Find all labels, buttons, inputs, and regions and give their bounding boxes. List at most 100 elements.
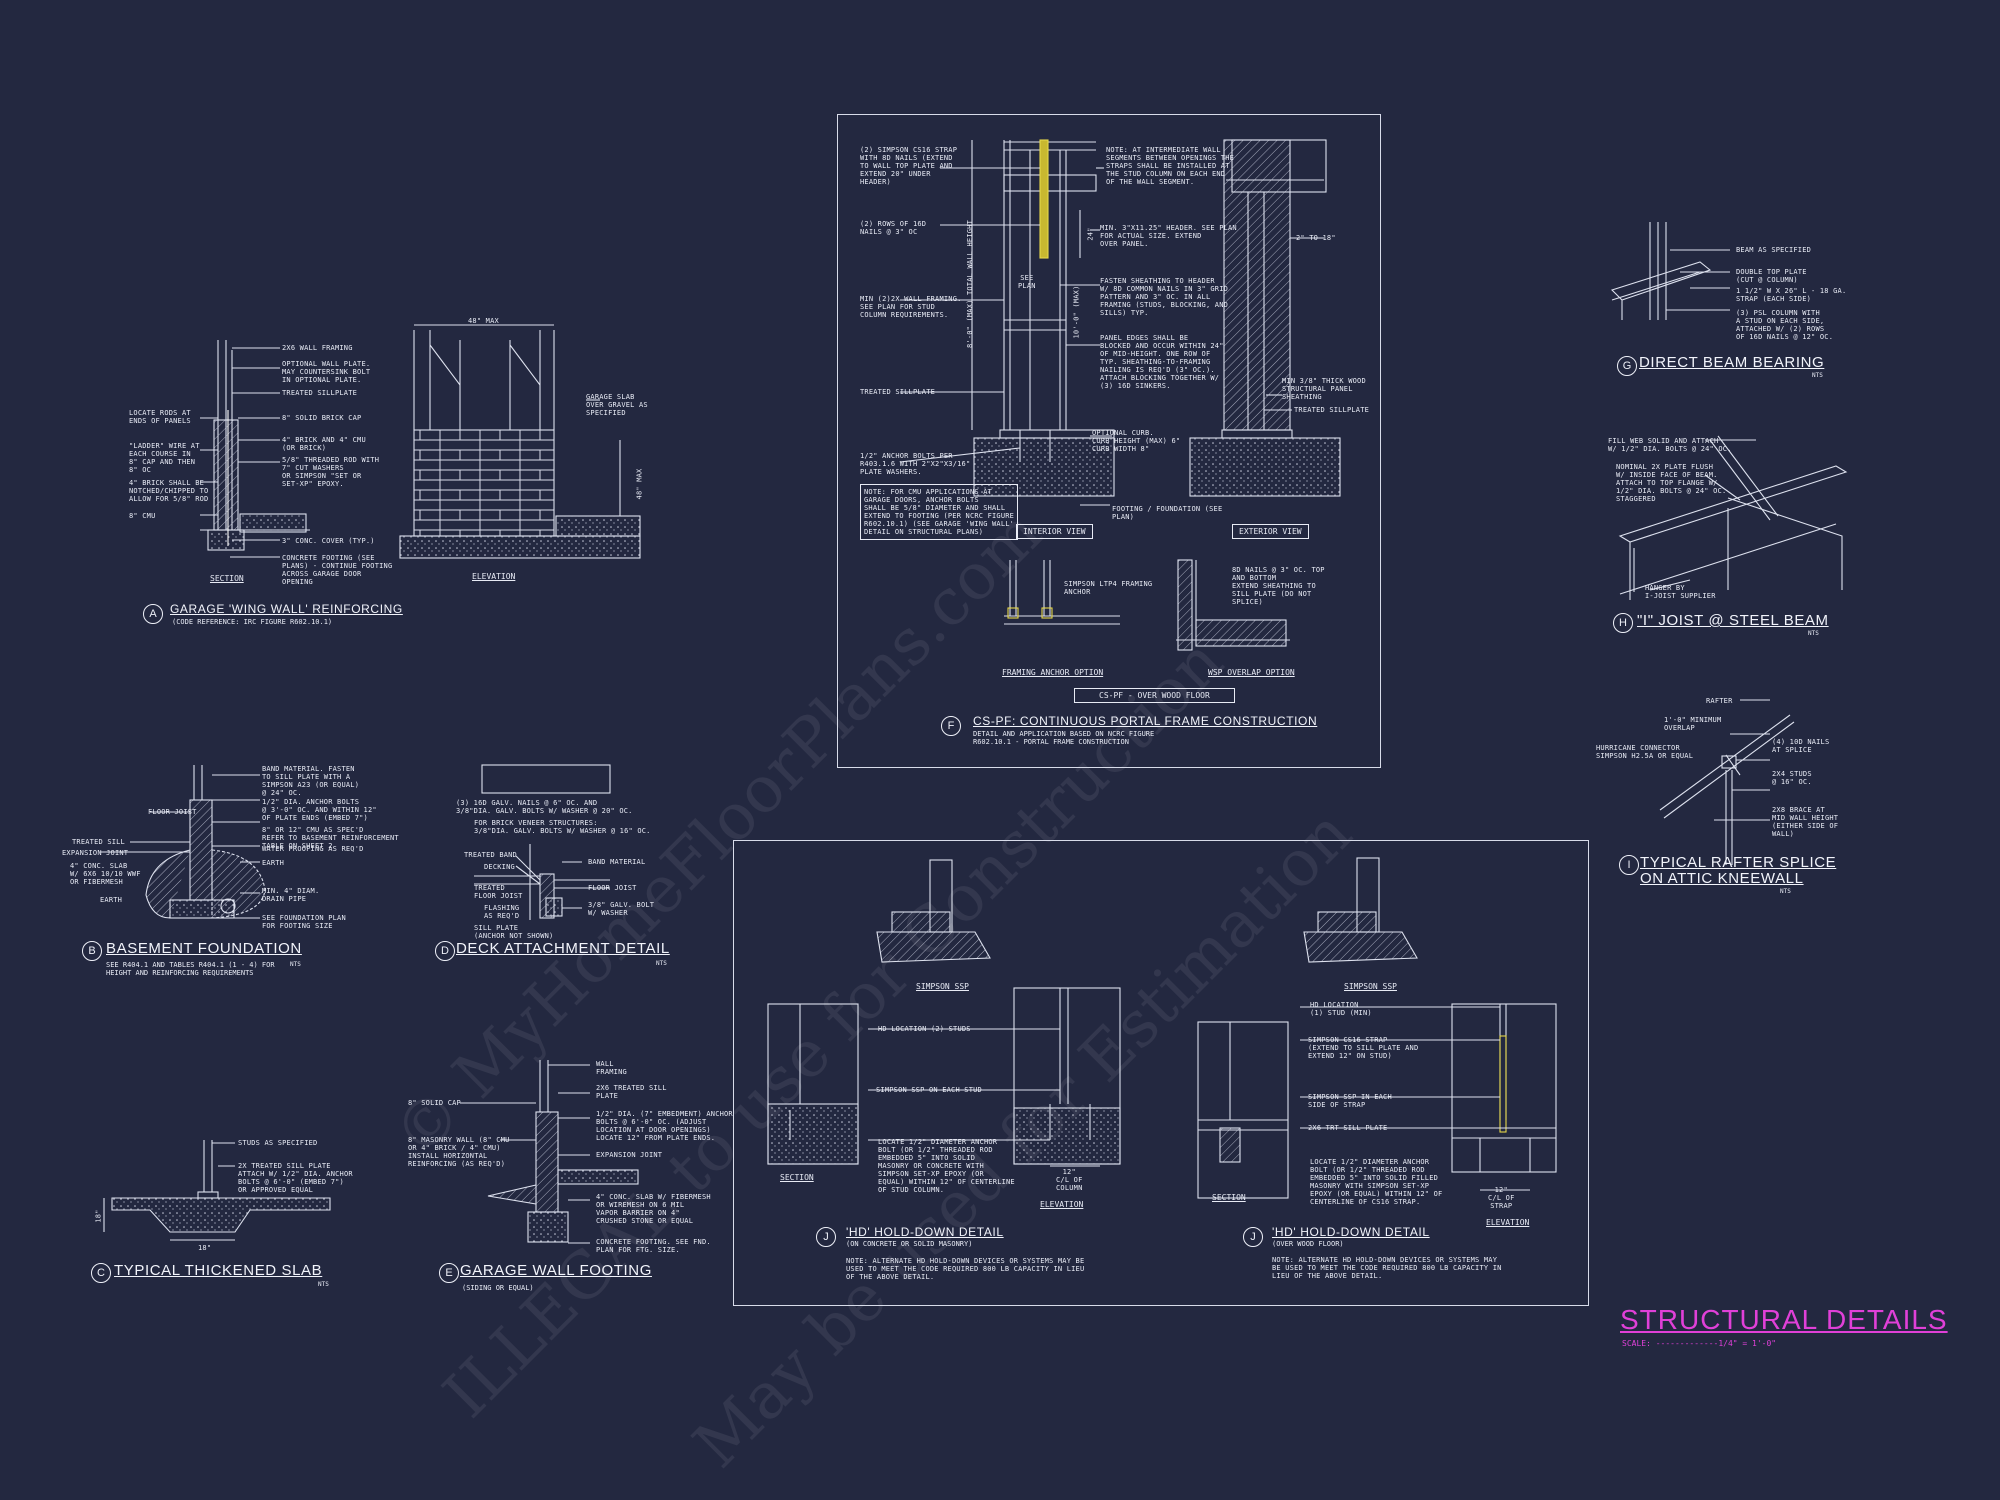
detail-a-section-label: SECTION [210, 574, 244, 583]
detail-f-dim-height: 8'-0" (MAX) TOTAL WALL HEIGHT [966, 219, 975, 349]
detail-a-dim-height: 48" MAX [635, 468, 644, 500]
detail-b-left-note-2: TREATED SILL [72, 838, 125, 846]
detail-b-left-note-4: 4" CONC. SLAB w/ 6x6 10/10 WWF OR FIBERM… [70, 862, 141, 886]
detail-b-note-1: BAND MATERIAL. FASTEN TO SILL PLATE WITH… [262, 765, 360, 797]
detail-f-exterior-view: EXTERIOR VIEW [1232, 524, 1309, 539]
detail-a-dim-width: 48" MAX [468, 317, 499, 325]
detail-j1-callout-1: HD LOCATION (2) STUDS [878, 1025, 971, 1033]
detail-f-right-note-8: FOOTING / FOUNDATION (SEE PLAN) [1112, 505, 1223, 521]
detail-j2-simpson-label: SIMPSON SSP [1344, 982, 1397, 991]
detail-e-title: GARAGE WALL FOOTING [460, 1262, 652, 1279]
detail-h-nts: NTS [1808, 630, 1819, 637]
detail-i-note-2: 1'-0" MINIMUM OVERLAP [1664, 716, 1722, 732]
detail-a-subtitle: (CODE REFERENCE: IRC FIGURE R602.10.1) [172, 618, 333, 626]
detail-g-note-4: (3) PSL COLUMN WITH A STUD ON EACH SIDE,… [1736, 309, 1834, 341]
detail-j2-callout-4: 2x6 TRT SILL PLATE [1308, 1124, 1388, 1132]
detail-c-dim-height: 18" [94, 1209, 103, 1223]
detail-h-bubble: H [1613, 613, 1633, 633]
detail-g-note-1: BEAM AS SPECIFIED [1736, 246, 1812, 254]
detail-c-note-1: STUDS AS SPECIFIED [238, 1139, 318, 1147]
detail-j2-section-label: SECTION [1212, 1193, 1246, 1202]
detail-f-frame [837, 114, 1381, 768]
detail-a-note-7: 3" CONC. COVER (TYP.) [282, 537, 375, 545]
detail-j2-drawing [1197, 857, 1557, 1199]
detail-f-left-note-2: (2) ROWS OF 16d NAILS @ 3" OC [860, 220, 927, 236]
detail-c-note-2: 2x TREATED SILL PLATE ATTACH w/ 1/2" DIA… [238, 1162, 353, 1194]
detail-d-left-note-3: TREATED FLOOR JOIST [474, 884, 523, 900]
detail-a-note-2: OPTIONAL WALL PLATE. MAY COUNTERSINK BOL… [282, 360, 371, 384]
detail-a-drawing [200, 324, 641, 559]
detail-a-note-5: 4" BRICK AND 4" CMU (OR BRICK) [282, 436, 366, 452]
detail-i-bubble: I [1619, 855, 1639, 875]
detail-j2-bubble: J [1243, 1227, 1263, 1247]
detail-d-left-note-4: FLASHING AS REQ'D [484, 904, 520, 920]
detail-a-note-8: CONCRETE FOOTING (SEE PLANS) - CONTINUE … [282, 554, 393, 586]
detail-e-note-3: 1/2" DIA. (7" EMBEDMENT) ANCHOR BOLTS @ … [596, 1110, 733, 1142]
detail-j1-callout-3: LOCATE 1/2" DIAMETER ANCHOR BOLT (OR 1/2… [878, 1138, 1015, 1194]
detail-f-see-plan: SEE PLAN [1018, 274, 1036, 290]
detail-f-subtitle: DETAIL AND APPLICATION BASED ON NCRC FIG… [973, 730, 1155, 746]
detail-b-nts: NTS [290, 961, 301, 968]
detail-e-note-2: 2x6 TREATED SILL PLATE [596, 1084, 667, 1100]
detail-f-framing-anchor: FRAMING ANCHOR OPTION [1002, 668, 1104, 677]
detail-f-left-note-3: MIN (2)2X WALL FRAMING. SEE PLAN FOR STU… [860, 295, 962, 319]
detail-d-note-3: BAND MATERIAL [588, 858, 646, 866]
detail-d-note-1: (3) 16d GALV. NAILS @ 6" OC. AND 3/8"DIA… [456, 799, 633, 815]
detail-h-note-1: FILL WEB SOLID AND ATTACH W/ 1/2" DIA. B… [1608, 437, 1732, 453]
detail-j1-dim: 12" C/L OF COLUMN [1056, 1168, 1083, 1192]
detail-g-note-2: DOUBLE TOP PLATE (CUT @ COLUMN) [1736, 268, 1807, 284]
detail-j2-subtitle: (OVER WOOD FLOOR) [1272, 1240, 1344, 1248]
detail-f-title: CS-PF: CONTINUOUS PORTAL FRAME CONSTRUCT… [973, 714, 1318, 728]
detail-h-drawing [1618, 435, 1848, 600]
detail-f-left-note-4: TREATED SILLPLATE [860, 388, 936, 396]
detail-a-note-4: 8" SOLID BRICK CAP [282, 414, 362, 422]
detail-b-note-6: MIN. 4" DIAM. DRAIN PIPE [262, 887, 320, 903]
detail-j1-callout-2: SIMPSON SSP ON EACH STUD [876, 1086, 982, 1094]
detail-i-note-5: 2x4 STUDS @ 16" OC. [1772, 770, 1812, 786]
detail-c-drawing [103, 1140, 331, 1241]
detail-j1-simpson-label: SIMPSON SSP [916, 982, 969, 991]
detail-a-left-note-4: 8" CMU [129, 512, 156, 520]
detail-h-note-2: NOMINAL 2x PLATE FLUSH W/ INSIDE FACE OF… [1616, 463, 1727, 503]
detail-c-dim-width: 18" [198, 1244, 212, 1252]
detail-j2-callout-3: SIMPSON SSP IN EACH SIDE OF STRAP [1308, 1093, 1392, 1109]
detail-b-note-2: 1/2" DIA. ANCHOR BOLTS @ 3'-0" OC. AND W… [262, 798, 377, 822]
detail-d-note-4: FLOOR JOIST [588, 884, 637, 892]
detail-b-drawing [100, 765, 266, 919]
detail-g-title: DIRECT BEAM BEARING [1639, 354, 1825, 371]
detail-f-bubble: F [941, 716, 961, 736]
detail-d-title: DECK ATTACHMENT DETAIL [456, 940, 670, 957]
detail-e-bubble: E [439, 1263, 459, 1283]
detail-d-bubble: D [435, 941, 455, 961]
detail-e-subtitle: (SIDING OR EQUAL) [462, 1284, 534, 1292]
detail-a-left-note-3: 4" BRICK SHALL BE NOTCHED/CHIPPED TO ALL… [129, 479, 209, 503]
detail-a-elevation-label: ELEVATION [472, 572, 516, 581]
detail-d-nts: NTS [656, 960, 667, 967]
detail-e-note-5: 4" CONC. SLAB w/ FIBERMESH OR WIREMESH O… [596, 1193, 711, 1225]
detail-i-title-2: ON ATTIC KNEEWALL [1640, 870, 1804, 887]
detail-d-left-note-2: DECKING [484, 863, 515, 871]
detail-f-interior-view: INTERIOR VIEW [1016, 524, 1093, 539]
detail-i-note-6: 2x8 BRACE AT MID WALL HEIGHT (EITHER SID… [1772, 806, 1839, 838]
detail-b-note-4: WATER PROOFING AS REQ'D [262, 845, 364, 853]
detail-a-bubble: A [143, 604, 163, 624]
detail-d-drawing [474, 764, 611, 920]
detail-a-note-9: GARAGE SLAB OVER GRAVEL AS SPECIFIED [586, 393, 648, 417]
detail-b-left-note-5: EARTH [100, 896, 123, 904]
detail-b-left-note-1: FLOOR JOIST [148, 808, 197, 816]
detail-f-right-note-2: MIN. 3"x11.25" HEADER. SEE PLAN FOR ACTU… [1100, 224, 1237, 248]
detail-f-overlap-note: 8d NAILS @ 3" OC. TOP AND BOTTOM EXTEND … [1232, 566, 1325, 606]
detail-i-note-3: HURRICANE CONNECTOR SIMPSON H2.5A OR EQU… [1596, 744, 1694, 760]
detail-j1-subtitle: (ON CONCRETE OR SOLID MASONRY) [846, 1240, 973, 1248]
detail-j2-callout-2: SIMPSON CS16 STRAP (EXTEND TO SILL PLATE… [1308, 1036, 1419, 1060]
detail-e-left-note-2: 8" MASONRY WALL (8" CMU OR 4" BRICK / 4"… [408, 1136, 510, 1168]
detail-f-dim-24: 24" [1086, 227, 1095, 241]
detail-a-left-note-2: "LADDER" WIRE AT EACH COURSE IN 8" CAP A… [129, 442, 200, 474]
detail-f-box-label: CS-PF - OVER WOOD FLOOR [1074, 688, 1235, 703]
sheet-title: STRUCTURAL DETAILS [1620, 1304, 1948, 1335]
detail-j1-elevation-label: ELEVATION [1040, 1200, 1084, 1209]
detail-e-note-6: CONCRETE FOOTING. SEE FND. PLAN FOR FTG.… [596, 1238, 711, 1254]
detail-a-note-6: 5/8" THREADED ROD WITH 7" CUT WASHERS OR… [282, 456, 380, 488]
detail-d-note-2: FOR BRICK VENEER STRUCTURES: 3/8"DIA. GA… [474, 819, 651, 835]
detail-a-note-1: 2x6 WALL FRAMING [282, 344, 353, 352]
